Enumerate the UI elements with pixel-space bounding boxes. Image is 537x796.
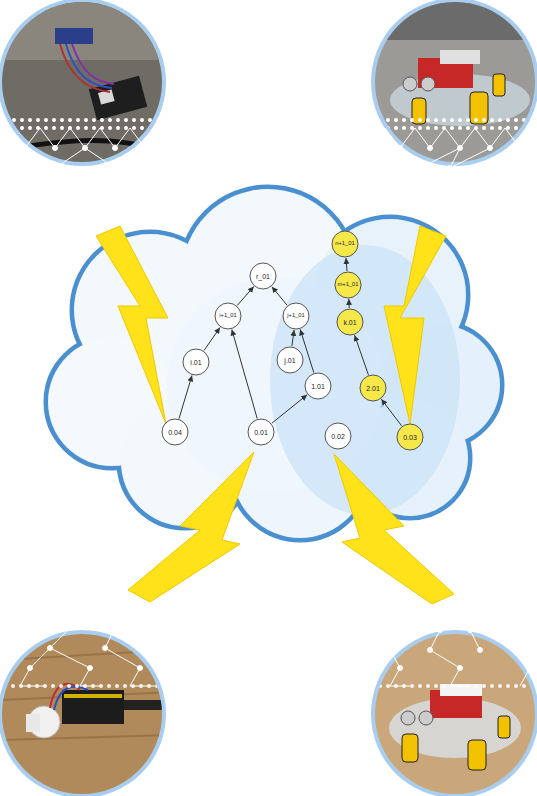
highlighted-node: n+1_01 <box>331 230 359 258</box>
photo-robot-car <box>370 0 537 213</box>
graph-node: i.01 <box>182 348 210 376</box>
graph-node: r_01 <box>249 262 277 290</box>
node-label: i.01 <box>182 348 210 376</box>
node-label: 0.01 <box>247 418 275 446</box>
node-label: k.01 <box>336 308 364 336</box>
highlighted-node: k.01 <box>336 308 364 336</box>
photo-robot-car <box>370 593 537 796</box>
node-label: j+1_01 <box>282 302 310 330</box>
graph-node: 0.01 <box>247 418 275 446</box>
node-label: r_01 <box>249 262 277 290</box>
graph-node: 0.04 <box>161 418 189 446</box>
node-label: 0.02 <box>324 422 352 450</box>
highlighted-node: m+1_01 <box>334 271 362 299</box>
dag-edge <box>272 287 287 305</box>
dag-edge <box>355 335 369 375</box>
lightning-bolt <box>334 454 454 604</box>
graph-node: i+1_01 <box>214 302 242 330</box>
node-label: 0.04 <box>161 418 189 446</box>
highlighted-node: 2.01 <box>359 374 387 402</box>
highlighted-node: 0.03 <box>396 423 424 451</box>
graph-node: 0.02 <box>324 422 352 450</box>
graph-node: 1.01 <box>304 372 332 400</box>
graph-node: j+1_01 <box>282 302 310 330</box>
lightning-bolt <box>96 226 168 424</box>
graph-node: j.01 <box>276 346 304 374</box>
cloud-outline <box>46 187 502 540</box>
node-label: i+1_01 <box>214 302 242 330</box>
cloud-body <box>40 180 510 540</box>
node-label: n+1_01 <box>331 230 359 258</box>
dag-edge <box>179 375 192 418</box>
node-label: j.01 <box>276 346 304 374</box>
node-label: m+1_01 <box>334 271 362 299</box>
node-label: 2.01 <box>359 374 387 402</box>
dag-edge <box>292 330 294 346</box>
lightning-bolt <box>384 226 446 424</box>
dag-edge <box>381 399 401 426</box>
dag-edge <box>232 330 257 419</box>
dag-edge <box>204 328 220 351</box>
node-label: 0.03 <box>396 423 424 451</box>
dag-edge <box>300 329 314 372</box>
dag-edge <box>237 287 254 306</box>
node-label: 1.01 <box>304 372 332 400</box>
dag-edge <box>348 299 349 308</box>
dag-edge <box>346 258 347 271</box>
lightning-bolt <box>128 452 254 602</box>
photo-motion-sensor <box>0 589 173 796</box>
dag-edge <box>272 395 307 423</box>
photo-sensor-board <box>0 0 170 209</box>
